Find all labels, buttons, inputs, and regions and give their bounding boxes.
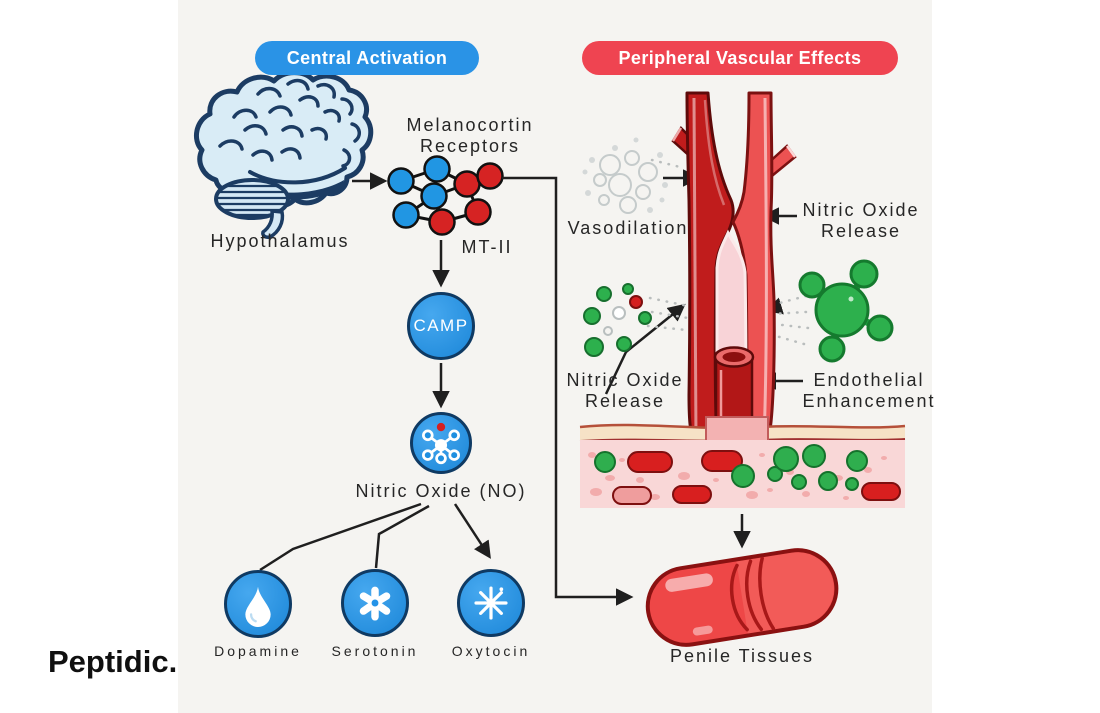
serotonin-label: Serotonin <box>331 643 419 659</box>
dopamine-label: Dopamine <box>214 643 302 659</box>
droplet-icon <box>245 586 271 627</box>
arrow-no-to-oxytocin <box>453 503 491 559</box>
endothelial-enhancement-label: Endothelial Enhancement <box>802 370 936 411</box>
oxytocin-node <box>457 569 525 637</box>
receptor-network-icon <box>387 155 504 236</box>
serotonin-node <box>341 569 409 637</box>
dopamine-node <box>224 570 292 638</box>
arrow-no-release-lower <box>604 303 686 395</box>
no-release-upper-label: Nitric Oxide Release <box>802 200 920 241</box>
tissue-cross-section <box>579 416 906 508</box>
blood-vessel-illustration <box>671 91 797 449</box>
hypothalamus-label: Hypothalamus <box>210 231 350 251</box>
melanocortin-receptors-label: Melanocortin Receptors <box>406 115 534 156</box>
nitric-oxide-node <box>410 412 472 474</box>
splat-icon <box>359 586 391 621</box>
brand-logo: Peptidic. <box>48 644 178 679</box>
line-no-to-dopamine <box>259 502 422 572</box>
no-molecule-icon <box>422 422 460 465</box>
asterisk-icon <box>474 586 508 620</box>
bubble-particles-icon <box>582 137 668 214</box>
green-particles-icon <box>583 158 690 357</box>
mt2-label: MT-II <box>461 237 513 257</box>
nitric-oxide-no-label: Nitric Oxide (NO) <box>355 481 527 501</box>
line-no-to-serotonin <box>374 504 430 569</box>
camp-node: CAMP <box>407 292 475 360</box>
penile-tissue-capsule <box>645 548 839 647</box>
vasodilation-label: Vasodilation <box>567 218 689 238</box>
penile-tissues-label: Penile Tissues <box>669 646 815 666</box>
camp-label: CAMP <box>413 316 469 335</box>
peripheral-effects-badge: Peripheral Vascular Effects <box>582 41 898 75</box>
no-release-lower-label: Nitric Oxide Release <box>566 370 684 411</box>
oxytocin-label: Oxytocin <box>451 643 531 659</box>
green-molecule-icon <box>770 259 894 363</box>
flow-arrows <box>259 169 803 606</box>
connector-receptors-to-penile <box>502 176 634 606</box>
brain-icon <box>193 70 374 239</box>
central-activation-badge: Central Activation <box>255 41 479 75</box>
